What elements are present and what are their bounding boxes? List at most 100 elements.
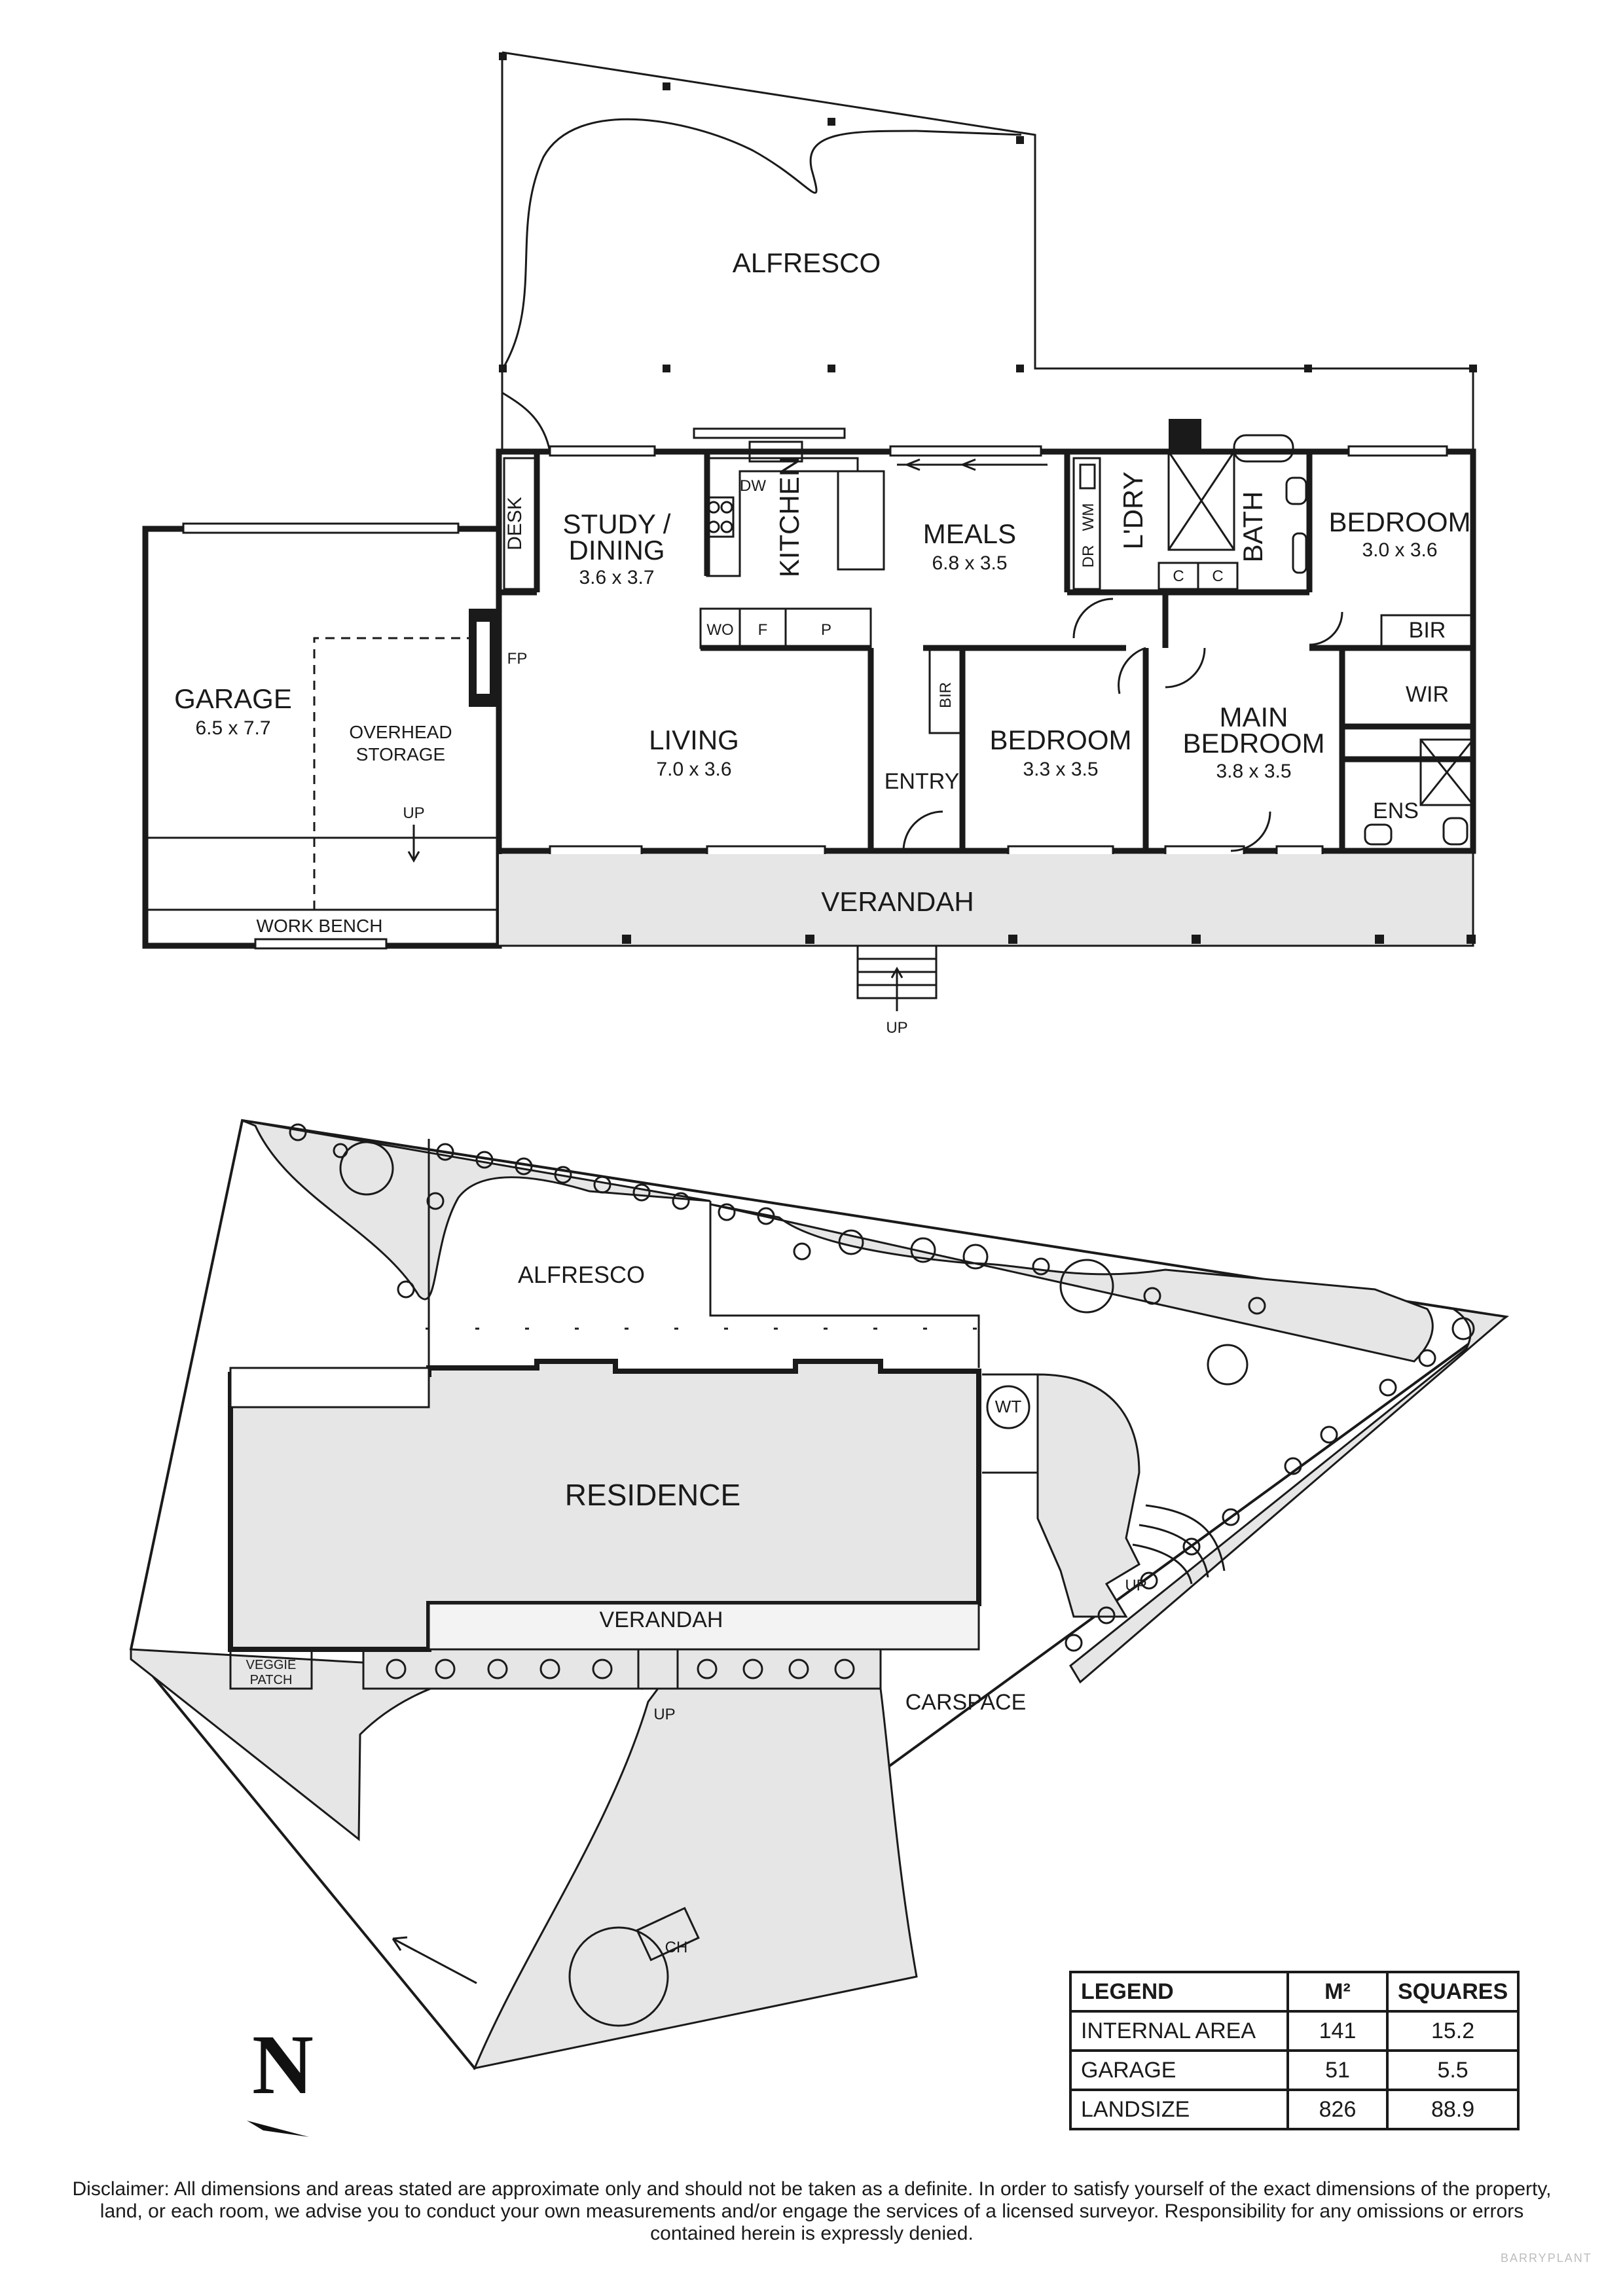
site-label-carspace: CARSPACE bbox=[905, 1690, 1027, 1715]
pantry bbox=[784, 607, 872, 649]
dim-main: 3.8 x 3.5 bbox=[1216, 761, 1291, 782]
linen-press bbox=[1169, 419, 1201, 452]
site-label-verandah: VERANDAH bbox=[600, 1607, 723, 1632]
label-ensuite: ENS bbox=[1373, 798, 1419, 823]
label-wm: WM bbox=[1080, 503, 1097, 531]
alfresco-posts bbox=[499, 52, 1477, 372]
kitchen-island bbox=[837, 470, 885, 571]
site-label-veggie-1: VEGGIE bbox=[246, 1658, 297, 1672]
area-legend-table: LEGEND M² SQUARES INTERNAL AREA 141 15.2… bbox=[1069, 1971, 1520, 2130]
legend-m2: 51 bbox=[1286, 2049, 1389, 2091]
label-work-bench: WORK BENCH bbox=[257, 916, 383, 936]
vanity bbox=[1292, 532, 1307, 574]
tank-pad bbox=[982, 1373, 1039, 1474]
site-label-up-front: UP bbox=[653, 1706, 675, 1723]
dim-bedroom-2: 3.3 x 3.5 bbox=[1023, 759, 1098, 780]
residence-rear-strip bbox=[229, 1367, 430, 1408]
label-up-front: UP bbox=[886, 1019, 907, 1037]
site-steps bbox=[637, 1648, 679, 1690]
toilet bbox=[1285, 476, 1307, 505]
site-alfresco-outline bbox=[428, 1139, 980, 1374]
garden-top-right bbox=[710, 1203, 1434, 1363]
label-alfresco: ALFRESCO bbox=[733, 247, 881, 278]
site-plan: ALFRESCO RESIDENCE VERANDAH VEGGIE PATCH… bbox=[129, 1119, 1510, 2070]
legend-label: GARAGE bbox=[1069, 2049, 1289, 2091]
legend-row: GARAGE 51 5.5 bbox=[1069, 2049, 1520, 2091]
north-letter: N bbox=[252, 2018, 314, 2112]
label-fp: FP bbox=[507, 650, 528, 668]
front-garden-bed bbox=[362, 1648, 882, 1690]
clothes-hoist bbox=[636, 1907, 700, 1962]
ensuite-toilet bbox=[1442, 817, 1468, 846]
dryer bbox=[1079, 463, 1096, 490]
driveway-arrow bbox=[392, 1936, 477, 1984]
watermark-text: BARRYPLANT bbox=[1501, 2251, 1592, 2265]
cupboard-2 bbox=[1197, 562, 1239, 590]
garden-top-left bbox=[242, 1119, 711, 1300]
windows bbox=[549, 427, 1448, 857]
site-label-ch: CH bbox=[665, 1939, 688, 1956]
label-desk: DESK bbox=[504, 497, 526, 550]
path-side bbox=[1036, 1373, 1140, 1618]
label-living: LIVING bbox=[649, 725, 739, 755]
legend-row: INTERNAL AREA 141 15.2 bbox=[1069, 2010, 1520, 2052]
garage-door bbox=[182, 522, 460, 534]
site-label-veggie-2: PATCH bbox=[250, 1673, 293, 1687]
dim-living: 7.0 x 3.6 bbox=[656, 759, 731, 780]
label-f: F bbox=[758, 621, 768, 639]
legend-header-row: LEGEND M² SQUARES bbox=[1069, 1971, 1520, 2013]
label-garage: GARAGE bbox=[174, 683, 292, 714]
kitchen-sink bbox=[748, 440, 803, 463]
label-up-garage: UP bbox=[403, 804, 424, 822]
kitchen-bench bbox=[706, 457, 859, 577]
laundry-bench bbox=[1072, 457, 1101, 590]
legend-header-m2: M² bbox=[1286, 1971, 1389, 2013]
label-meals: MEALS bbox=[923, 518, 1016, 549]
dim-meals: 6.8 x 3.5 bbox=[932, 552, 1007, 574]
dim-bedroom-3: 3.0 x 3.6 bbox=[1362, 539, 1437, 561]
label-bath: BATH bbox=[1237, 492, 1268, 563]
label-bir-1: BIR bbox=[937, 682, 955, 708]
bathtub bbox=[1233, 434, 1294, 463]
fireplace-hearth bbox=[477, 622, 490, 694]
up-arrow-front bbox=[890, 966, 903, 1011]
label-bedroom-3: BEDROOM bbox=[1328, 507, 1470, 537]
alfresco-door-arc bbox=[501, 391, 551, 452]
dim-study: 3.6 x 3.7 bbox=[579, 567, 654, 588]
label-overhead-1: OVERHEAD bbox=[349, 722, 452, 742]
label-p: P bbox=[821, 621, 831, 639]
legend-header-label: LEGEND bbox=[1069, 1971, 1289, 2013]
bir-bedroom bbox=[928, 647, 962, 734]
lawn-front bbox=[473, 1687, 918, 2070]
label-overhead-2: STORAGE bbox=[356, 744, 445, 764]
label-c2: C bbox=[1212, 567, 1223, 585]
label-wo: WO bbox=[706, 621, 733, 639]
shower bbox=[1167, 450, 1235, 551]
label-bir-2: BIR bbox=[1409, 618, 1446, 643]
sliding-arrows bbox=[906, 458, 976, 471]
label-main-1: MAIN bbox=[1220, 702, 1288, 732]
legend-squares: 5.5 bbox=[1385, 2049, 1520, 2091]
verandah-edge bbox=[499, 851, 1474, 947]
label-wir: WIR bbox=[1406, 682, 1449, 707]
label-entry: ENTRY bbox=[884, 769, 960, 794]
label-laundry: L'DRY bbox=[1118, 471, 1148, 549]
side-steps bbox=[1132, 1504, 1226, 1585]
site-verandah bbox=[428, 1602, 980, 1651]
verandah-surface bbox=[499, 854, 1473, 946]
cooktop bbox=[706, 496, 735, 538]
alfresco-outline bbox=[501, 51, 1474, 452]
ensuite-shower bbox=[1419, 738, 1474, 806]
north-arrow-icon bbox=[247, 2121, 309, 2137]
alfresco-curve bbox=[501, 118, 1022, 370]
legend-m2: 826 bbox=[1286, 2089, 1389, 2130]
label-verandah: VERANDAH bbox=[821, 886, 974, 917]
garage-window bbox=[254, 938, 388, 950]
site-label-residence: RESIDENCE bbox=[565, 1478, 740, 1512]
feature-trees bbox=[339, 1141, 1249, 2027]
dim-garage: 6.5 x 7.7 bbox=[195, 717, 270, 739]
label-dw: DW bbox=[740, 477, 766, 495]
veggie-patch bbox=[229, 1648, 313, 1690]
disclaimer-text: Disclaimer: All dimensions and areas sta… bbox=[72, 2178, 1552, 2244]
floor-plan: ALFRESCO STUDY / DINING 3.6 x 3.7 KITCHE… bbox=[142, 51, 1477, 1037]
